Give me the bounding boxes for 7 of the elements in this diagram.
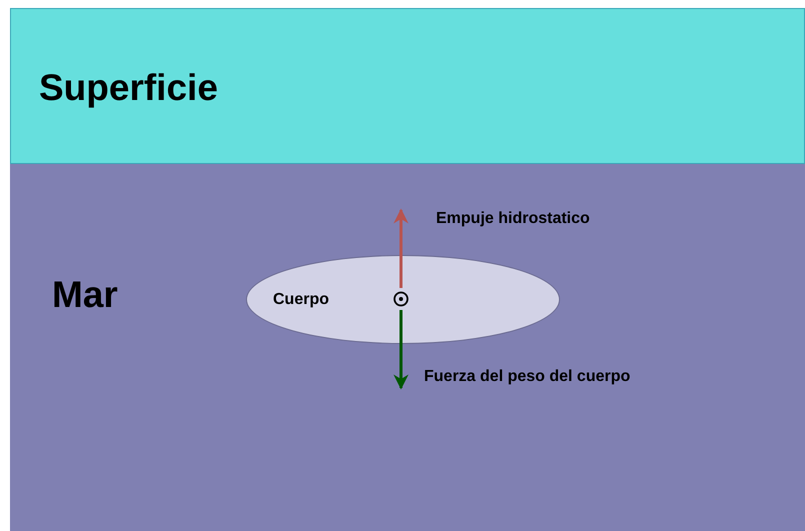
region-label: Mar: [52, 274, 118, 316]
force-label: Empuje hidrostatico: [436, 210, 590, 228]
surface-band: [10, 8, 805, 164]
sea-band: [10, 164, 805, 531]
body-label: Cuerpo: [273, 291, 329, 309]
region-label: Superficie: [39, 67, 218, 109]
force-label: Fuerza del peso del cuerpo: [424, 368, 630, 386]
